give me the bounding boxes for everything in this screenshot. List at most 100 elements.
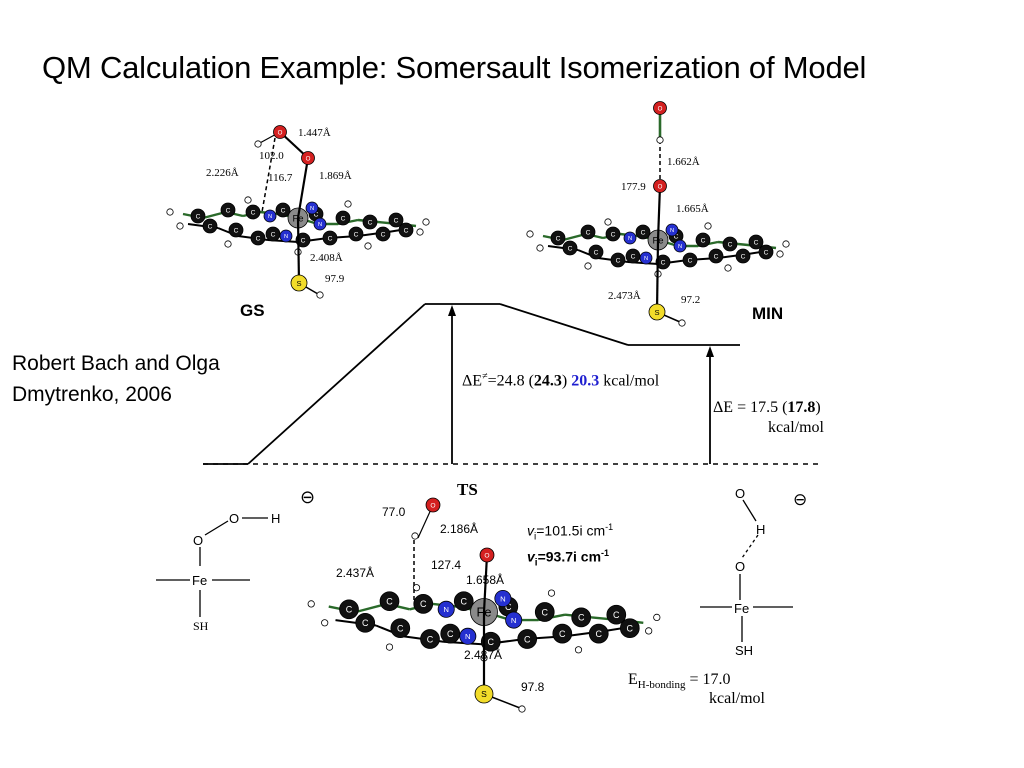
label-ts: TS [457,480,478,499]
authors: Robert Bach and Olga Dmytrenko, 2006 [12,352,220,406]
gs-oo-bond: 1.447Å [298,127,331,139]
ts-nitrogen-atom [459,627,477,645]
min-carbon-atom-label: C [611,231,616,238]
hbond-energy: EH-bonding = 17.0 [628,671,731,692]
min-fes-bond: 2.473Å [608,290,641,302]
gs-carbon-atom-label: C [226,207,231,214]
gs-carbon-atom [375,226,391,242]
ts-hydrogen-atom [645,627,653,635]
ts-carbon-atom [453,591,474,612]
ts-carbon-atom [480,631,501,652]
left-scheme-o2: O [193,533,204,548]
gs-carbon-atom-label: C [271,231,276,238]
min-carbon-atom [722,236,738,252]
gs-oxygen-atom-label: O [306,155,311,162]
gs-carbon-atom [245,204,261,220]
min-hydrogen-atom [604,218,612,226]
ts-charge-icon: ⊖ [300,487,316,507]
ts-carbon-atom [420,629,440,649]
min-oo-dist: 1.662Å [667,156,700,168]
gs-carbon-atom [228,222,244,238]
min-feo-bond: 1.665Å [676,203,709,215]
gs-angle-feo: 116.7 [268,172,293,184]
ts-carbon-atom [552,623,573,644]
ts-carbon-atom-label: C [447,629,454,639]
min-hydrogen-atom [584,262,592,270]
ts-carbon-atom [534,602,555,622]
gs-carbon-atom-label: C [196,213,201,220]
min-carbon-atom [748,234,764,250]
min-carbon-atom-label: C [568,245,573,252]
ts-carbon-atom [588,623,609,644]
ts-carbon-atom [379,591,400,612]
min-nitrogen-atom [623,231,637,245]
gs-hydrogen-atom [254,140,262,148]
gs-carbon-atom [322,230,338,246]
min-carbon-atom [605,226,621,242]
min-hydrogen-atom [536,244,544,252]
ts-hydrogen-atom [412,584,421,592]
ts-carbon-atom-label: C [461,597,468,607]
ts-fes-bond: 2.487Å [464,648,503,662]
hbond-energy-unit: kcal/mol [709,690,765,707]
ts-carbon-atom-label: C [346,605,353,615]
right-scheme-fe: Fe [734,601,750,616]
min-carbon-atom-label: C [616,257,621,264]
gs-carbon-atom [202,218,218,234]
min-sulfur-atom [648,303,666,321]
min-hydrogen-atom [776,250,784,258]
gs-hydrogen-atom [176,222,184,230]
gs-carbon-atom-label: C [354,231,359,238]
ts-carbon-atom-label: C [420,599,427,609]
slide-title: QM Calculation Example: Somersault Isome… [42,50,867,85]
gs-hydrogen-atom [416,228,424,236]
min-angle-s: 97.2 [681,294,701,306]
ts-h-dist: 2.437Å [336,566,375,580]
ts-carbon-atom-label: C [397,624,404,634]
min-carbon-atom [655,254,671,270]
ts-carbon-atom-label: C [524,634,531,644]
ts-carbon-atom-label: C [505,602,512,612]
ts-frequency-1: vi=101.5i cm-1 [527,522,614,543]
right-scheme-o2: O [735,559,746,574]
ts-hydrogen-atom [653,613,661,622]
min-carbon-atom-label: C [701,237,706,244]
right-scheme-h: H [756,522,766,537]
gs-feo-bond: 1.869Å [319,170,352,182]
gs-hydrogen-atom [344,200,352,208]
gs-nitrogen-atom-label: N [284,234,288,240]
gs-h-dist: 2.226Å [206,167,239,179]
gs-hydrogen-atom [364,242,372,250]
gs-nitrogen-atom [313,217,327,231]
gs-angle-ooh: 102.0 [259,150,284,162]
gs-carbon-atom-label: C [208,223,213,230]
min-angle: 177.9 [621,181,646,193]
gs-oxygen-atom [273,125,287,139]
min-nitrogen-atom-label: N [678,244,682,250]
ts-frequency-2: vi=93.7i cm-1 [527,548,610,569]
gs-carbon-atom-label: C [328,235,333,242]
min-carbon-atom [735,248,751,264]
ts-carbon-atom [606,604,627,625]
gs-carbon-atom [362,214,378,230]
gs-carbon-atom [275,202,291,218]
gs-carbon-atom [348,226,364,242]
ts-angle-h: 77.0 [382,505,406,519]
gs-carbon-atom-label: C [314,211,319,218]
barrier-arrowhead [448,305,456,316]
gs-fe-s-bond [296,217,301,284]
min-oxygen-atom [653,179,667,193]
ts-carbon-atom [339,599,359,620]
ts-carbon-atom [390,618,411,639]
min-carbon-atom-label: C [754,239,759,246]
ts-angle-feo: 127.4 [431,558,462,572]
ts-carbon-atom-label: C [627,624,634,634]
gs-carbon-atom [388,212,404,228]
gs-carbon-atom-label: C [394,217,399,224]
min-hydrogen-atom [656,136,664,144]
min-oxygen-atom [653,101,667,115]
min-carbon-atom [758,244,774,260]
